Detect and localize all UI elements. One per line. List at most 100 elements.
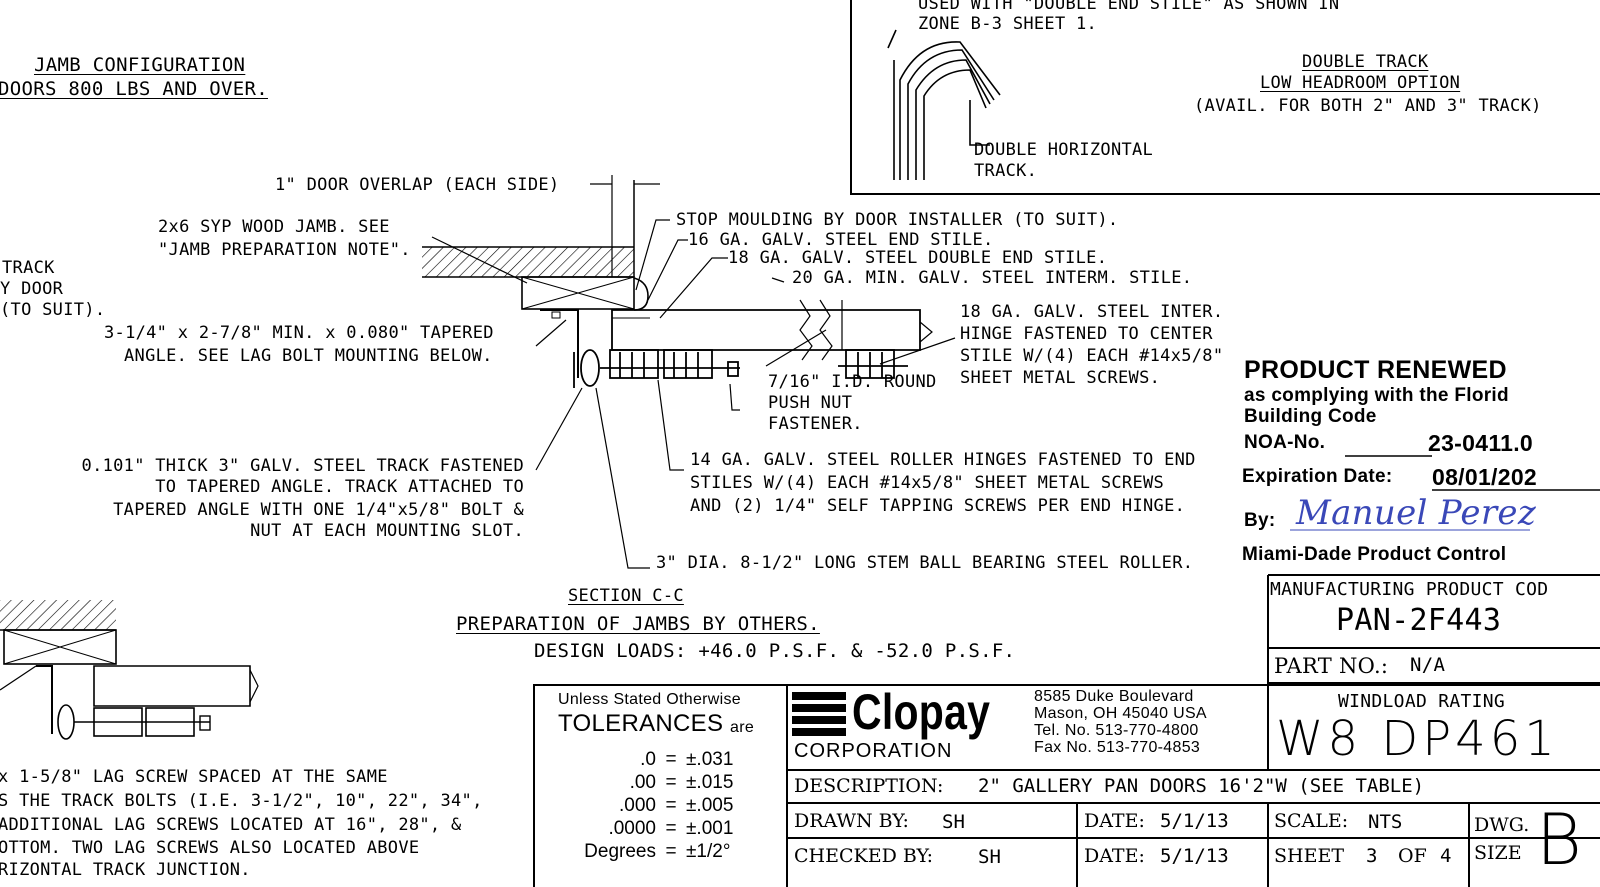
drawn-by-label: DRAWN BY: — [794, 810, 909, 832]
lag-note-3: ADDITIONAL LAG SCREWS LOCATED AT 16", 28… — [0, 815, 462, 835]
double-track-sketch — [887, 29, 1001, 180]
address-fax: Fax No. 513-770-4853 — [1034, 739, 1201, 756]
mfg-product-value: PAN-2F443 — [1336, 603, 1502, 638]
double-horizontal-callout: DOUBLE HORIZONTAL — [974, 140, 1154, 160]
dwg-size-value: B — [1536, 799, 1582, 881]
low-headroom-title: LOW HEADROOM OPTION — [1260, 73, 1461, 93]
dwg-size-label1: DWG. — [1474, 814, 1530, 836]
drawn-by-value: SH — [942, 811, 965, 833]
tolerance-are: are — [730, 719, 755, 736]
tolerance-row: .0000=±.001 — [548, 817, 778, 840]
tolerance-header: Unless Stated Otherwise — [558, 691, 741, 708]
scale-label: SCALE: — [1274, 810, 1349, 832]
checked-by-value: SH — [978, 846, 1001, 868]
stamp-by-label: By: — [1244, 510, 1276, 531]
stamp-noa-label: NOA-No. — [1244, 432, 1326, 453]
clopay-logo-mark — [792, 692, 846, 736]
inter-hinge-4: SHEET METAL SCREWS. — [960, 368, 1161, 388]
tolerance-value: ±1/2° — [686, 841, 731, 862]
track-label-1: 0.101" THICK 3" GALV. STEEL TRACK FASTEN… — [81, 456, 524, 476]
stop-moulding-label: STOP MOULDING BY DOOR INSTALLER (TO SUIT… — [676, 210, 1119, 230]
scale-value: NTS — [1368, 811, 1403, 833]
inter-hinge-2: HINGE FASTENED TO CENTER — [960, 324, 1213, 344]
double-end-stile-label: 18 GA. GALV. STEEL DOUBLE END STILE. — [728, 248, 1108, 268]
left-partial-2: Y DOOR — [0, 279, 64, 299]
angle-label-2: ANGLE. SEE LAG BOLT MOUNTING BELOW. — [124, 346, 493, 366]
tolerance-row: .000=±.005 — [548, 794, 778, 817]
company-corporation: CORPORATION — [794, 740, 953, 762]
jamb-label-1: 2x6 SYP WOOD JAMB. SEE — [158, 217, 390, 237]
push-nut-2: PUSH NUT — [768, 393, 853, 413]
tolerance-title: TOLERANCES — [558, 710, 724, 737]
windload-value: W8 DP461 — [1276, 711, 1559, 767]
lag-note-2: S THE TRACK BOLTS (I.E. 3-1/2", 10", 22"… — [0, 791, 483, 811]
tolerance-value: ±.015 — [686, 772, 734, 793]
double-track-subtitle: (AVAIL. FOR BOTH 2" AND 3" TRACK) — [1194, 96, 1542, 116]
design-loads: DESIGN LOADS: +46.0 P.S.F. & -52.0 P.S.F… — [534, 640, 1016, 662]
door-overlap-label: 1" DOOR OVERLAP (EACH SIDE) — [275, 175, 560, 195]
stamp-exp-label: Expiration Date: — [1242, 466, 1393, 487]
tolerance-table: .0=±.031 .00=±.015 .000=±.005 .0000=±.00… — [548, 748, 778, 863]
track-label-3: TAPERED ANGLE WITH ONE 1/4"x5/8" BOLT & — [113, 500, 524, 520]
stamp-exp-value: 08/01/202 — [1432, 464, 1538, 490]
track-roller — [573, 349, 908, 388]
push-nut-1: 7/16" I.D. ROUND — [768, 372, 937, 392]
address-line2: Mason, OH 45040 USA — [1034, 705, 1207, 722]
stamp-renewed: PRODUCT RENEWED — [1244, 356, 1507, 384]
date2-value: 5/1/13 — [1160, 845, 1229, 867]
jamb-config-title: JAMB CONFIGURATION — [34, 54, 246, 76]
dwg-size-label2: SIZE — [1474, 842, 1522, 864]
end-stile-label: 16 GA. GALV. STEEL END STILE. — [688, 230, 994, 250]
windload-label: WINDLOAD RATING — [1338, 691, 1506, 712]
lag-note-5: RIZONTAL TRACK JUNCTION. — [0, 860, 251, 880]
left-partial-1: TRACK — [2, 258, 55, 278]
top-note-line1: USED WITH "DOUBLE END STILE" AS SHOWN IN — [918, 0, 1340, 14]
top-note-line2: ZONE B-3 SHEET 1. — [918, 14, 1098, 34]
part-no-value: N/A — [1410, 654, 1446, 676]
lag-note-1: x 1-5/8" LAG SCREW SPACED AT THE SAME — [0, 767, 388, 787]
jamb-label-2: "JAMB PREPARATION NOTE". — [158, 240, 411, 260]
tolerance-value: ±.005 — [686, 795, 734, 816]
part-no-label: PART NO.: — [1274, 654, 1389, 678]
angle-label-1: 3-1/4" x 2-7/8" MIN. x 0.080" TAPERED — [104, 323, 494, 343]
address-line1: 8585 Duke Boulevard — [1034, 688, 1194, 705]
push-nut-3: FASTENER. — [768, 414, 863, 434]
tolerance-row: .00=±.015 — [548, 771, 778, 794]
tolerance-value: ±.001 — [686, 818, 734, 839]
stamp-noa-value: 23-0411.0 — [1428, 430, 1534, 456]
date2-label: DATE: — [1084, 845, 1145, 867]
lag-note-4: OTTOM. TWO LAG SCREWS ALSO LOCATED ABOVE — [0, 838, 420, 858]
tolerance-row: Degrees=±1/2° — [548, 840, 778, 863]
section-title: SECTION C-C — [568, 586, 684, 606]
inter-hinge-3: STILE W/(4) EACH #14x5/8" — [960, 346, 1224, 366]
track-label-2: TO TAPERED ANGLE. TRACK ATTACHED TO — [155, 477, 524, 497]
track-callout: TRACK. — [974, 161, 1038, 181]
roller-hinge-3: AND (2) 1/4" SELF TAPPING SCREWS PER END… — [690, 496, 1186, 516]
date1-label: DATE: — [1084, 810, 1145, 832]
sheet-label: SHEET — [1274, 845, 1344, 867]
stamp-signature: Manuel Perez — [1296, 493, 1537, 533]
interm-stile-label: 20 GA. MIN. GALV. STEEL INTERM. STILE. — [792, 268, 1193, 288]
mfg-product-label: MANUFACTURING PRODUCT COD — [1270, 579, 1549, 600]
stamp-control: Miami-Dade Product Control — [1242, 544, 1507, 565]
tolerance-key: .000 — [619, 795, 656, 816]
tolerance-key: .0000 — [608, 818, 656, 839]
date1-value: 5/1/13 — [1160, 810, 1229, 832]
stamp-line2: as complying with the Florid — [1244, 385, 1509, 406]
track-label-4: NUT AT EACH MOUNTING SLOT. — [250, 521, 524, 541]
roller-hinge-1: 14 GA. GALV. STEEL ROLLER HINGES FASTENE… — [690, 450, 1196, 470]
steel-roller-label: 3" DIA. 8-1/2" LONG STEM BALL BEARING ST… — [656, 553, 1194, 573]
description-label: DESCRIPTION: — [794, 775, 944, 797]
description-value: 2" GALLERY PAN DOORS 16'2"W (SEE TABLE) — [978, 775, 1425, 797]
double-track-title: DOUBLE TRACK — [1302, 52, 1429, 72]
tolerance-key: .0 — [640, 749, 656, 770]
tolerance-value: ±.031 — [686, 749, 734, 770]
stamp-line3: Building Code — [1244, 406, 1377, 427]
tolerance-key: Degrees — [584, 841, 656, 862]
tolerance-row: .0=±.031 — [548, 748, 778, 771]
address-tel: Tel. No. 513-770-4800 — [1034, 722, 1199, 739]
left-partial-3: (TO SUIT). — [0, 300, 106, 320]
company-logo: Clopay — [852, 684, 991, 740]
jamb-prep-note: PREPARATION OF JAMBS BY OTHERS. — [456, 613, 820, 635]
